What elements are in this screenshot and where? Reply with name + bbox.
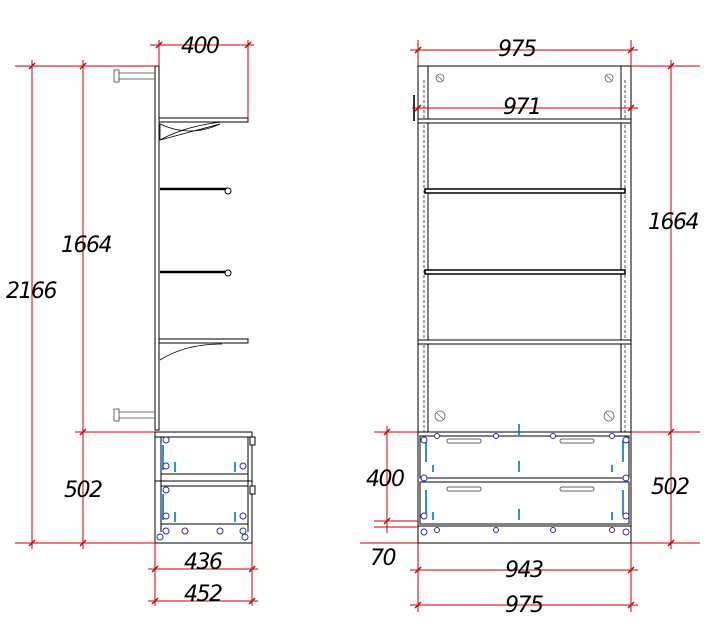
side-dim-inner-depth: 436 <box>184 550 223 575</box>
front-top-bar <box>417 118 632 124</box>
front-dim-plinth-height: 70 <box>370 546 395 571</box>
side-drawer-handle <box>249 485 256 495</box>
front-fittings <box>425 424 624 520</box>
side-top-canopy <box>158 117 249 123</box>
side-dim-total-height: 2166 <box>6 279 57 304</box>
front-dim-drawer-width: 943 <box>505 558 543 583</box>
front-view <box>413 65 632 544</box>
side-drawer-handle <box>249 436 256 446</box>
front-dim-lower-height: 502 <box>651 475 689 500</box>
front-drawer-upper <box>419 435 630 479</box>
front-drawer-handles <box>446 438 595 492</box>
front-dimensions <box>360 40 700 612</box>
front-dim-top-width: 975 <box>498 37 536 62</box>
side-rail-bottom <box>113 408 154 422</box>
front-shelf <box>424 269 626 275</box>
front-drawer-lower <box>419 481 630 525</box>
side-top-bracket <box>159 123 221 141</box>
side-view <box>113 65 256 544</box>
side-shelf <box>160 187 232 195</box>
front-shelf <box>424 188 626 194</box>
side-top-bracket-curve <box>159 121 223 141</box>
side-shelf <box>160 269 232 277</box>
side-dimensions <box>15 40 258 606</box>
side-bottom-bracket-curve <box>159 343 223 361</box>
front-screws <box>434 73 615 422</box>
side-dim-lower-height: 502 <box>64 478 102 503</box>
side-rail-top <box>113 69 154 83</box>
front-hardware <box>420 433 630 536</box>
front-dim-inner-width: 971 <box>503 95 541 120</box>
side-back-panel <box>154 65 160 431</box>
side-dimension-ticks <box>28 41 256 605</box>
front-dim-drawer-height: 400 <box>366 467 404 492</box>
front-dim-bottom-width: 975 <box>505 593 543 618</box>
side-dim-outer-depth: 452 <box>184 582 222 607</box>
side-base-cabinet <box>154 431 253 544</box>
front-dimension-ticks <box>383 46 675 609</box>
side-bottom-shelf <box>158 338 249 344</box>
side-hardware <box>156 436 249 541</box>
front-bottom-shelf <box>417 339 632 345</box>
front-dim-upper-height: 1664 <box>648 210 698 235</box>
side-dim-top-depth: 400 <box>181 34 219 59</box>
front-frame <box>417 65 632 433</box>
side-dim-upper-height: 1664 <box>61 233 111 258</box>
